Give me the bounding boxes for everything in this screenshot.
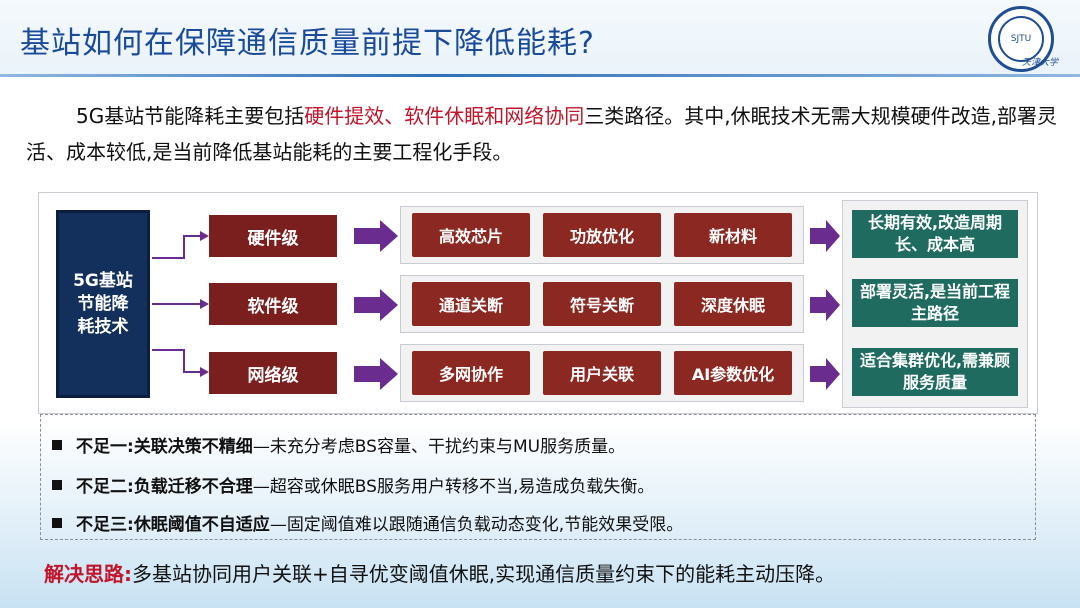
issue-desc: —固定阈值难以跟随通信负载动态变化,节能效果受限。 (269, 515, 684, 535)
intro-highlight: 硬件提效、软件休眠和网络协同 (304, 104, 585, 128)
item-pa-optimization: 功放优化 (543, 213, 661, 257)
core-to-network-arrow (152, 349, 200, 373)
block-arrow-6 (810, 358, 840, 390)
issue-label: 不足一: (76, 437, 134, 457)
result-hardware: 长期有效,改造周期长、成本高 (852, 210, 1018, 258)
result-network: 适合集群优化,需兼顾服务质量 (852, 348, 1018, 396)
issue-label: 不足三: (76, 515, 134, 535)
issue-title: 关联决策不精细 (133, 437, 253, 457)
core-technology-box: 5G基站节能降耗技术 (56, 210, 150, 398)
block-arrow-2 (354, 289, 398, 321)
level-network: 网络级 (209, 352, 337, 394)
core-label: 5G基站节能降耗技术 (73, 270, 133, 337)
item-channel-shutdown: 通道关断 (412, 282, 530, 326)
core-to-hardware-arrow (152, 235, 200, 259)
intro-text-2: 三类路径。其中,休眠技术无需大规模硬件改造,部署灵活、成本较低,是当前降低基站能… (26, 104, 1057, 164)
level-software: 软件级 (209, 283, 337, 325)
logo-script: 天津大学 (1022, 58, 1059, 68)
title-bar (0, 0, 1080, 76)
intro-text-1: 5G基站节能降耗主要包括 (76, 104, 305, 128)
issue-desc: —未充分考虑BS容量、干扰约束与MU服务质量。 (252, 437, 626, 457)
item-deep-sleep: 深度休眠 (674, 282, 792, 326)
issue-desc: —超容或休眠BS服务用户转移不当,易造成负载失衡。 (252, 477, 655, 497)
bullet-square-icon (52, 440, 62, 450)
level-hardware: 硬件级 (209, 215, 337, 257)
intro-paragraph: 5G基站节能降耗主要包括硬件提效、软件休眠和网络协同三类路径。其中,休眠技术无需… (26, 98, 1066, 170)
issue-title: 休眠阈值不自适应 (133, 515, 270, 535)
issue-2: 不足二:负载迁移不合理—超容或休眠BS服务用户转移不当,易造成负载失衡。 (52, 472, 654, 497)
title-divider (0, 74, 1080, 77)
background-decoration (0, 420, 1080, 608)
solution-text: 多基站协同用户关联+自寻优变阈值休眠,实现通信质量约束下的能耗主动压降。 (132, 562, 836, 586)
bullet-square-icon (52, 480, 62, 490)
issue-title: 负载迁移不合理 (133, 477, 253, 497)
issue-3: 不足三:休眠阈值不自适应—固定阈值难以跟随通信负载动态变化,节能效果受限。 (52, 510, 683, 535)
arrowhead-network (200, 367, 209, 377)
item-multi-network: 多网协作 (412, 351, 530, 395)
block-arrow-1 (354, 220, 398, 252)
university-seal-icon: SJTU (988, 6, 1054, 72)
issue-1: 不足一:关联决策不精细—未充分考虑BS容量、干扰约束与MU服务质量。 (52, 432, 625, 457)
page-title: 基站如何在保障通信质量前提下降低能耗? (20, 26, 595, 61)
item-new-materials: 新材料 (674, 213, 792, 257)
item-symbol-shutdown: 符号关断 (543, 282, 661, 326)
item-user-association: 用户关联 (543, 351, 661, 395)
result-software: 部署灵活,是当前工程主路径 (852, 279, 1018, 327)
issue-label: 不足二: (76, 477, 134, 497)
arrowhead-software (200, 299, 209, 309)
block-arrow-5 (810, 289, 840, 321)
arrowhead-hardware (200, 231, 209, 241)
bullet-square-icon (52, 518, 62, 528)
item-ai-params: AI参数优化 (674, 351, 792, 395)
block-arrow-4 (810, 220, 840, 252)
item-efficient-chip: 高效芯片 (412, 213, 530, 257)
block-arrow-3 (354, 358, 398, 390)
solution-label: 解决思路: (44, 562, 132, 586)
issues-box (40, 414, 1036, 540)
seal-inner: SJTU (998, 16, 1044, 62)
solution-line: 解决思路:多基站协同用户关联+自寻优变阈值休眠,实现通信质量约束下的能耗主动压降… (44, 558, 835, 587)
